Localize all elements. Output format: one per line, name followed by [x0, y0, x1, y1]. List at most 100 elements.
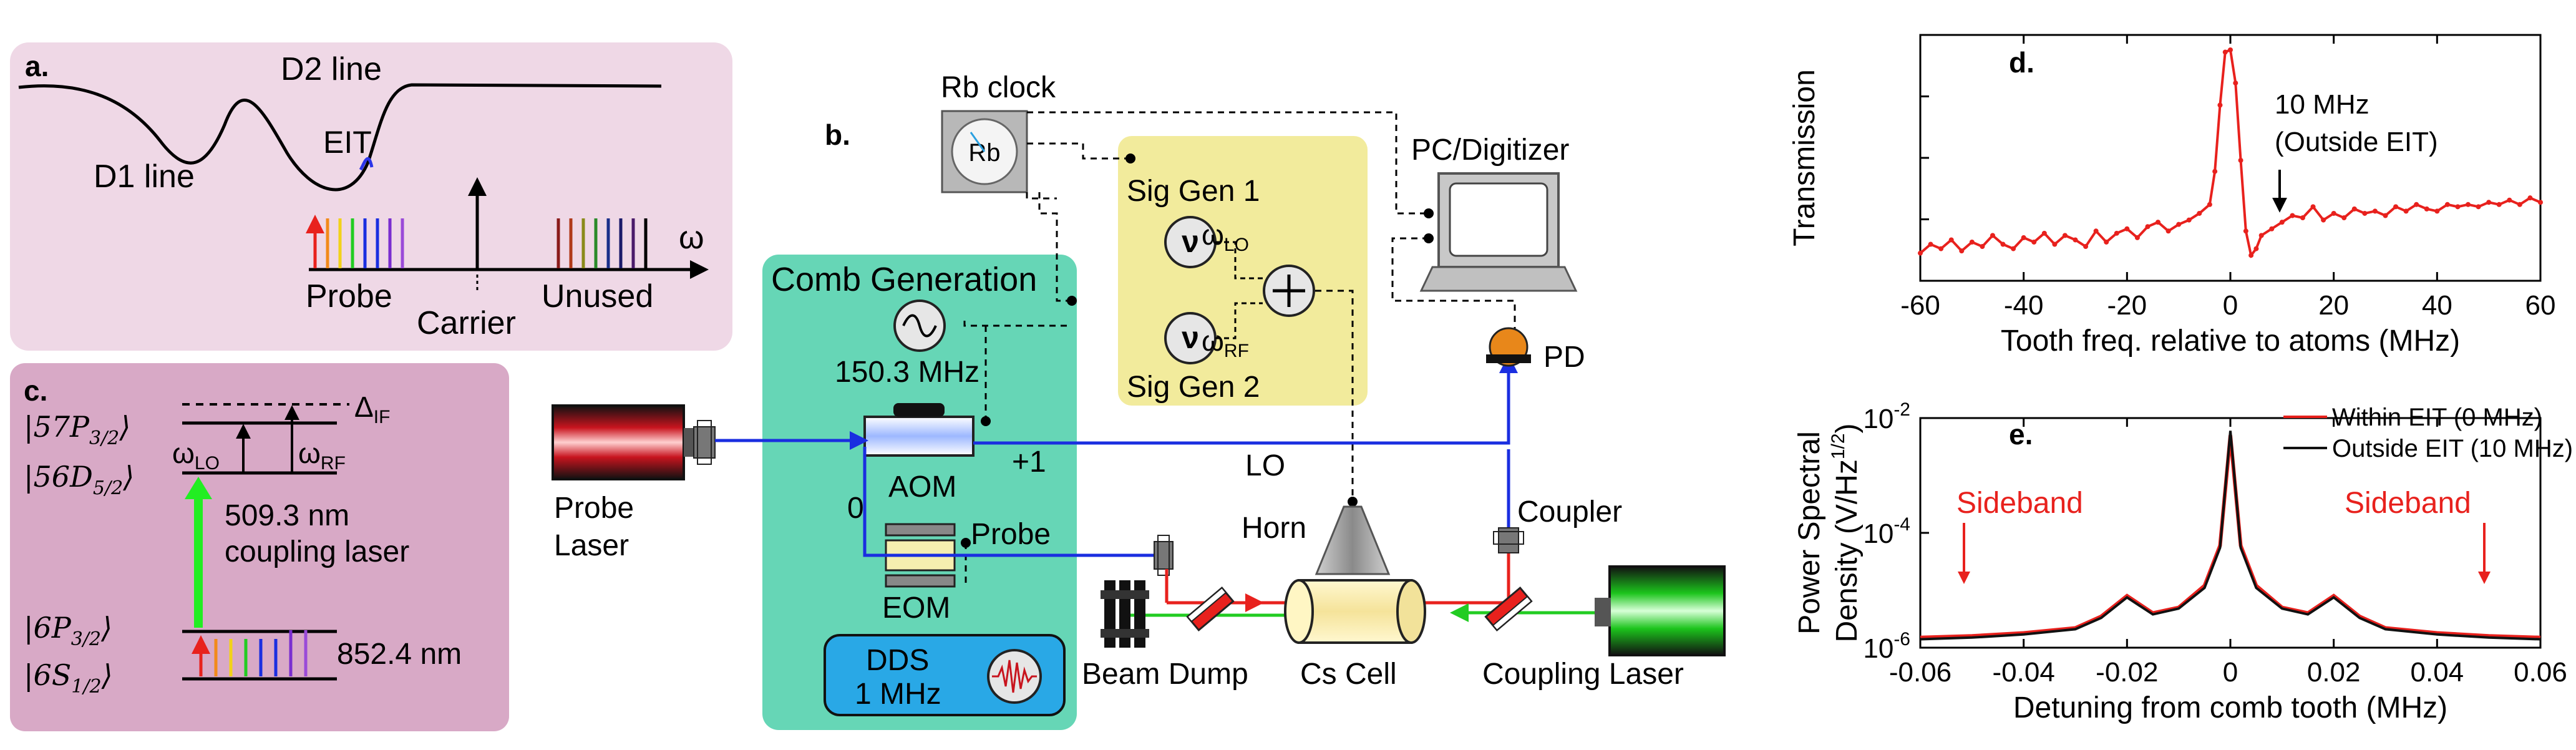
cs-cell-label: Cs Cell [1300, 658, 1397, 691]
zero-order-beam [863, 447, 1164, 557]
lo-to-mixer-line [1215, 241, 1263, 280]
probe-beam-label: Probe [971, 518, 1051, 551]
panel-d-data-point [2186, 217, 2192, 223]
panel-d-data-point [2414, 202, 2419, 207]
panel-d-xtick-label: -40 [2004, 290, 2044, 321]
panel-d-annotation-2: (Outside EIT) [2275, 127, 2438, 157]
panel-d-data-point [2300, 215, 2305, 221]
level-6s-label: |6S1/2⟩ [24, 658, 113, 698]
panel-d-data-point [2372, 208, 2378, 214]
probe-comb-label: Probe [306, 278, 392, 314]
panel-d-data-point [2444, 202, 2450, 207]
panel-d-data-point [2496, 202, 2502, 207]
panel-d-data-point [2073, 237, 2078, 243]
sideband-left-label: Sideband [1956, 487, 2083, 520]
panel-d-data-point [2207, 202, 2212, 207]
panel-d-data-point [2517, 202, 2522, 207]
aom-label: AOM [888, 470, 956, 504]
dds-label: DDS [866, 644, 929, 677]
panel-d-data-point [2476, 204, 2481, 210]
panel-e-xtick-label: -0.04 [1993, 657, 2055, 688]
panel-e-xtick-label: -0.02 [2096, 657, 2158, 688]
panel-d-data-point [2341, 215, 2347, 221]
aom-transducer [893, 403, 945, 417]
panel-d-xtick-label: -60 [1900, 290, 1940, 321]
dot-pc-in-1 [1424, 208, 1434, 218]
probe-comb-transition [192, 630, 308, 676]
freq-1503-label: 150.3 MHz [835, 356, 979, 389]
panel-e-letter: e. [2009, 418, 2033, 450]
eom-top-electrode [885, 523, 956, 537]
panel-d-xtick-label: 40 [2422, 290, 2452, 321]
probe-collimator [1154, 535, 1174, 576]
sig-gen-2-label: Sig Gen 2 [1127, 371, 1260, 404]
d1-line-label: D1 line [94, 158, 195, 195]
panel-d-data-point [2331, 210, 2336, 216]
sine-wave-icon [902, 314, 937, 338]
probe-laser-label-1: Probe [554, 492, 634, 525]
panel-e-xtick-label: -0.06 [1889, 657, 1951, 688]
sig-gen-1-nu: ν [1182, 224, 1199, 259]
panel-a-background [10, 42, 732, 351]
dot-aom-in [981, 416, 991, 426]
panel-d-data-point [2134, 235, 2140, 240]
eit-label: EIT [323, 125, 372, 160]
photodiode-base [1486, 354, 1531, 363]
zero-order-label: 0 [847, 492, 864, 525]
level-56d-label: |56D5/2⟩ [24, 460, 134, 499]
panel-e-ytick-label: 10-6 [1863, 629, 1910, 664]
absorption-curve [18, 83, 662, 192]
dichroic-mirror-right [1484, 587, 1533, 631]
panel-d-data-point [2124, 226, 2130, 231]
panel-e-xlabel: Detuning from comb tooth (MHz) [2013, 691, 2447, 724]
coupling-laser [1608, 565, 1726, 656]
panel-d-data-point [2243, 228, 2248, 234]
sig-omega-lo-label: ωLO [1202, 218, 1249, 255]
panel-c-letter: c. [24, 374, 47, 407]
panel-d-data-point [2527, 195, 2533, 201]
horn-antenna [1315, 505, 1391, 575]
panel-d-letter: d. [2009, 46, 2034, 79]
panel-d-data-point [2466, 202, 2471, 207]
panel-d-data-point [2269, 226, 2275, 231]
delta-if-label: ΔIF [354, 391, 390, 427]
panel-d-data-point [2165, 228, 2171, 234]
omega-axis-label: ω [679, 220, 704, 256]
panel-d-data-point [2156, 220, 2161, 225]
panel-d-data-point [2222, 49, 2228, 55]
coupling-wavelength: 509.3 nm [225, 499, 349, 532]
dot-horn-in [1348, 497, 1358, 507]
panel-d-data-point [2197, 210, 2202, 216]
dichroic-mirror-left [1186, 587, 1235, 631]
comb-generation-box [762, 255, 1077, 730]
panel-e-xtick-label: 0.04 [2411, 657, 2464, 688]
panel-d-xtick-label: 20 [2318, 290, 2349, 321]
panel-d-data-point [2114, 230, 2119, 236]
coupling-laser-arrowhead [185, 477, 212, 499]
panel-c: c. |57P3/2⟩ |56D5/2⟩ |6P3/2⟩ |6S1/2⟩ ΔIF… [10, 363, 509, 731]
sideband-right-label: Sideband [2345, 487, 2471, 520]
omega-lo-label: ωLO [172, 437, 220, 474]
panel-d-data-point [2486, 200, 2492, 205]
probe-fiber-coupler [693, 420, 716, 465]
output-coupler [1493, 527, 1524, 553]
panel-e-chart: e. Sideband Sideband -0.06 -0.04 -0.02 0 0.0… [1793, 399, 2573, 724]
panel-d-ylabel: Transmission [1788, 69, 1821, 246]
horn-label: Horn [1242, 512, 1306, 545]
panel-e-ytick-label: 10-2 [1863, 399, 1910, 434]
rb-clock-hand [970, 132, 986, 152]
probe-laser-aperture [684, 428, 695, 457]
pd-label: PD [1543, 341, 1585, 374]
panel-b: b. Comb Generation Sig Gen 1 Sig Gen 2 ν… [552, 71, 1726, 730]
panel-d-data-point [2351, 206, 2357, 212]
panel-d-data-point [1969, 239, 1975, 245]
panel-e-xtick-label: 0 [2223, 657, 2238, 688]
panel-d-data-point [2176, 222, 2182, 227]
pc-keyboard [1419, 266, 1578, 292]
dot-pc-in-2 [1424, 233, 1434, 243]
panel-d-data-point [1990, 233, 1995, 238]
panel-d-data-point [1959, 248, 1965, 254]
panel-d-data-point [2233, 80, 2238, 86]
beam-dump-label: Beam Dump [1082, 658, 1248, 691]
